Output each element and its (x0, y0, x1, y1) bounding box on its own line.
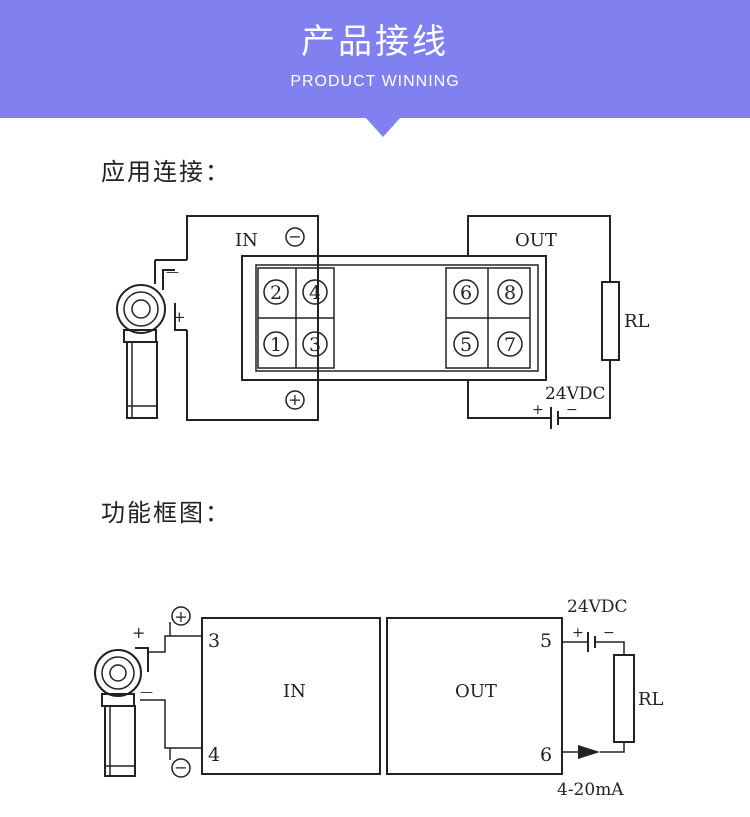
in-label: IN (235, 230, 258, 251)
plus-circle-sign: + (174, 607, 187, 626)
load-label: RL (638, 689, 664, 710)
out-block (386, 617, 563, 775)
sensor-plus: + (173, 308, 186, 326)
transmitter-icon (116, 259, 187, 419)
svg-text:3: 3 (309, 334, 321, 356)
in-block-label: IN (283, 681, 306, 702)
svg-text:6: 6 (460, 282, 472, 304)
terminal-1: 1 (263, 331, 289, 357)
svg-text:4: 4 (309, 282, 321, 304)
out-label: OUT (515, 230, 557, 251)
minus-circle-icon (285, 227, 305, 247)
section-heading-function: 功能框图： (101, 499, 231, 527)
pin-4-label: 4 (208, 744, 220, 766)
wiring-diagram: IN − + 2 4 1 3 (116, 215, 650, 429)
terminal-2: 2 (263, 279, 289, 305)
output-signal-label: 4-20mA (557, 780, 624, 800)
arrow-icon (578, 745, 600, 759)
header-notch (365, 117, 401, 137)
header-banner (0, 0, 750, 118)
plus-circle-sign: + (288, 390, 301, 409)
load-resistor (601, 281, 620, 361)
load-resistor (613, 654, 635, 743)
load-label: RL (624, 311, 650, 332)
terminal-7: 7 (497, 331, 523, 357)
battery-minus: − (603, 625, 615, 641)
terminal-6: 6 (453, 279, 479, 305)
supply-label: 24VDC (545, 384, 606, 404)
sensor-minus: — (166, 265, 179, 280)
battery-icon (543, 407, 578, 429)
battery-plus: + (532, 402, 544, 418)
minus-circle-icon (171, 758, 191, 778)
terminal-4: 4 (302, 279, 328, 305)
in-block (201, 617, 381, 775)
svg-text:7: 7 (504, 334, 516, 356)
pin-3-label: 3 (208, 630, 220, 652)
plus-circle-icon (285, 390, 305, 410)
page-title: 产品接线 (301, 22, 449, 62)
section-heading-application: 应用连接： (101, 158, 231, 186)
out-block-label: OUT (455, 681, 497, 702)
svg-text:1: 1 (270, 334, 282, 356)
supply-label: 24VDC (567, 597, 628, 617)
minus-circle-sign: − (174, 758, 187, 777)
minus-circle-sign: − (288, 227, 301, 246)
svg-text:5: 5 (460, 334, 472, 356)
battery-plus: + (572, 625, 584, 641)
plus-circle-icon (171, 606, 191, 626)
terminal-5: 5 (453, 331, 479, 357)
module-outer (241, 255, 547, 381)
svg-text:8: 8 (504, 282, 516, 304)
pin-6-label: 6 (540, 744, 552, 766)
sensor-minus: — (140, 685, 153, 700)
pin-5-label: 5 (540, 630, 552, 652)
battery-minus: − (566, 402, 578, 418)
terminal-8: 8 (497, 279, 523, 305)
terminal-3: 3 (302, 331, 328, 357)
transmitter-icon (94, 647, 149, 777)
out-loop (467, 215, 611, 282)
battery-icon (587, 632, 602, 652)
module-inner (255, 264, 539, 372)
block-diagram: IN 3 4 OUT 5 6 + − + — (94, 597, 664, 800)
sensor-plus: + (132, 623, 145, 642)
page-subtitle: PRODUCT WINNING (290, 73, 460, 90)
svg-text:2: 2 (270, 282, 282, 304)
